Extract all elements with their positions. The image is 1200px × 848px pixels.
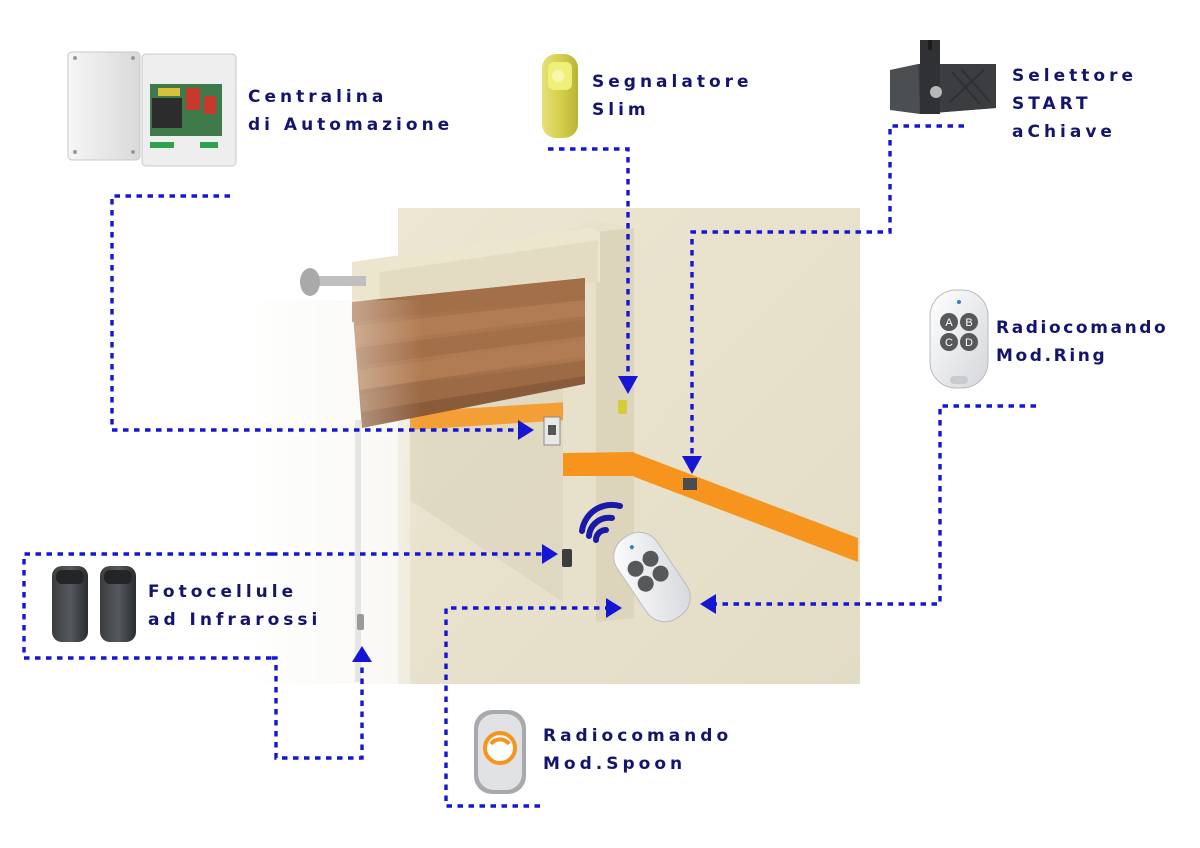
remote-button-a: A (945, 317, 953, 329)
key-selector-label-line1: Selettore (1012, 66, 1137, 86)
arrow-to-key-selector (682, 456, 702, 474)
pillar-stripe (563, 452, 634, 476)
control-box-icon (67, 51, 237, 167)
label-control-unit-box: Centralina di Automazione (248, 87, 454, 135)
remote-button-b: B (965, 317, 972, 329)
label-remote-spoon-box: Radiocomando Mod.Spoon (543, 726, 733, 774)
connector-key-selector (690, 124, 964, 462)
arrow-to-photocell-post (352, 646, 372, 662)
mounted-flashing-light (618, 400, 627, 414)
arrow-to-remote-spoon (606, 598, 622, 618)
remote-spoon-label-line2: Mod.Spoon (543, 754, 687, 774)
key-selector-label-line3: aChiave (1012, 122, 1116, 142)
label-key-selector-box: Selettore START aChiave (1012, 66, 1137, 142)
orange-stripe-inner (410, 402, 568, 430)
connector-photocells-post (272, 656, 364, 760)
connector-flashing-light (548, 147, 630, 382)
remote-button-d: D (965, 337, 973, 349)
connector-arrowheads (352, 376, 716, 662)
fade-overlay (262, 300, 422, 684)
shaft-axle (318, 276, 366, 286)
remote-button-c: C (945, 337, 953, 349)
arrow-to-control-unit (518, 420, 534, 440)
installation-scene (262, 208, 860, 684)
connector-photocells-wall (22, 552, 272, 660)
remote-spoon-label-line1: Radiocomando (543, 726, 733, 746)
key-selector-label-line2: START (1012, 94, 1092, 114)
orange-stripe-outer (565, 448, 858, 562)
label-flashing-light-box: Segnalatore Slim (592, 72, 753, 120)
scene-remote-icon (613, 531, 691, 623)
connector-remote-spoon (444, 606, 606, 808)
mounted-key-selector (683, 478, 697, 490)
label-photocells-box: Fotocellule ad Infrarossi (148, 582, 322, 630)
shaft-knob (300, 268, 320, 296)
control-unit-label-line2: di Automazione (248, 115, 454, 135)
flashing-light-label-line1: Segnalatore (592, 72, 753, 92)
label-remote-ring-box: Radiocomando Mod.Ring (996, 318, 1169, 366)
key-switch-icon (890, 40, 996, 114)
arrow-to-flashing-light (618, 376, 638, 394)
remote-four-button-icon: A B C D (929, 289, 989, 389)
photocell-icon (52, 566, 136, 642)
mounted-photocell-post (357, 614, 364, 630)
remote-ring-label-line1: Radiocomando (996, 318, 1169, 338)
flashing-light-label-line2: Slim (592, 100, 650, 120)
mounted-control-unit-panel (548, 425, 556, 435)
mounted-photocell-wall (562, 549, 572, 567)
arrow-from-remote-ring (700, 594, 716, 614)
remote-ring-label-line2: Mod.Ring (996, 346, 1108, 366)
door-pillar-front (596, 228, 634, 622)
photocells-label-line1: Fotocellule (148, 582, 298, 602)
photocells-label-line2: ad Infrarossi (148, 610, 322, 630)
connector-lines (22, 124, 1036, 808)
connector-control-unit (110, 194, 522, 432)
remote-spoon-icon (474, 710, 526, 794)
wireless-signal-icon (579, 501, 623, 543)
connector-remote-ring (716, 404, 1036, 606)
flashing-light-icon (542, 54, 578, 138)
arrow-to-photocell-wall (542, 544, 558, 564)
control-unit-label-line1: Centralina (248, 87, 388, 107)
